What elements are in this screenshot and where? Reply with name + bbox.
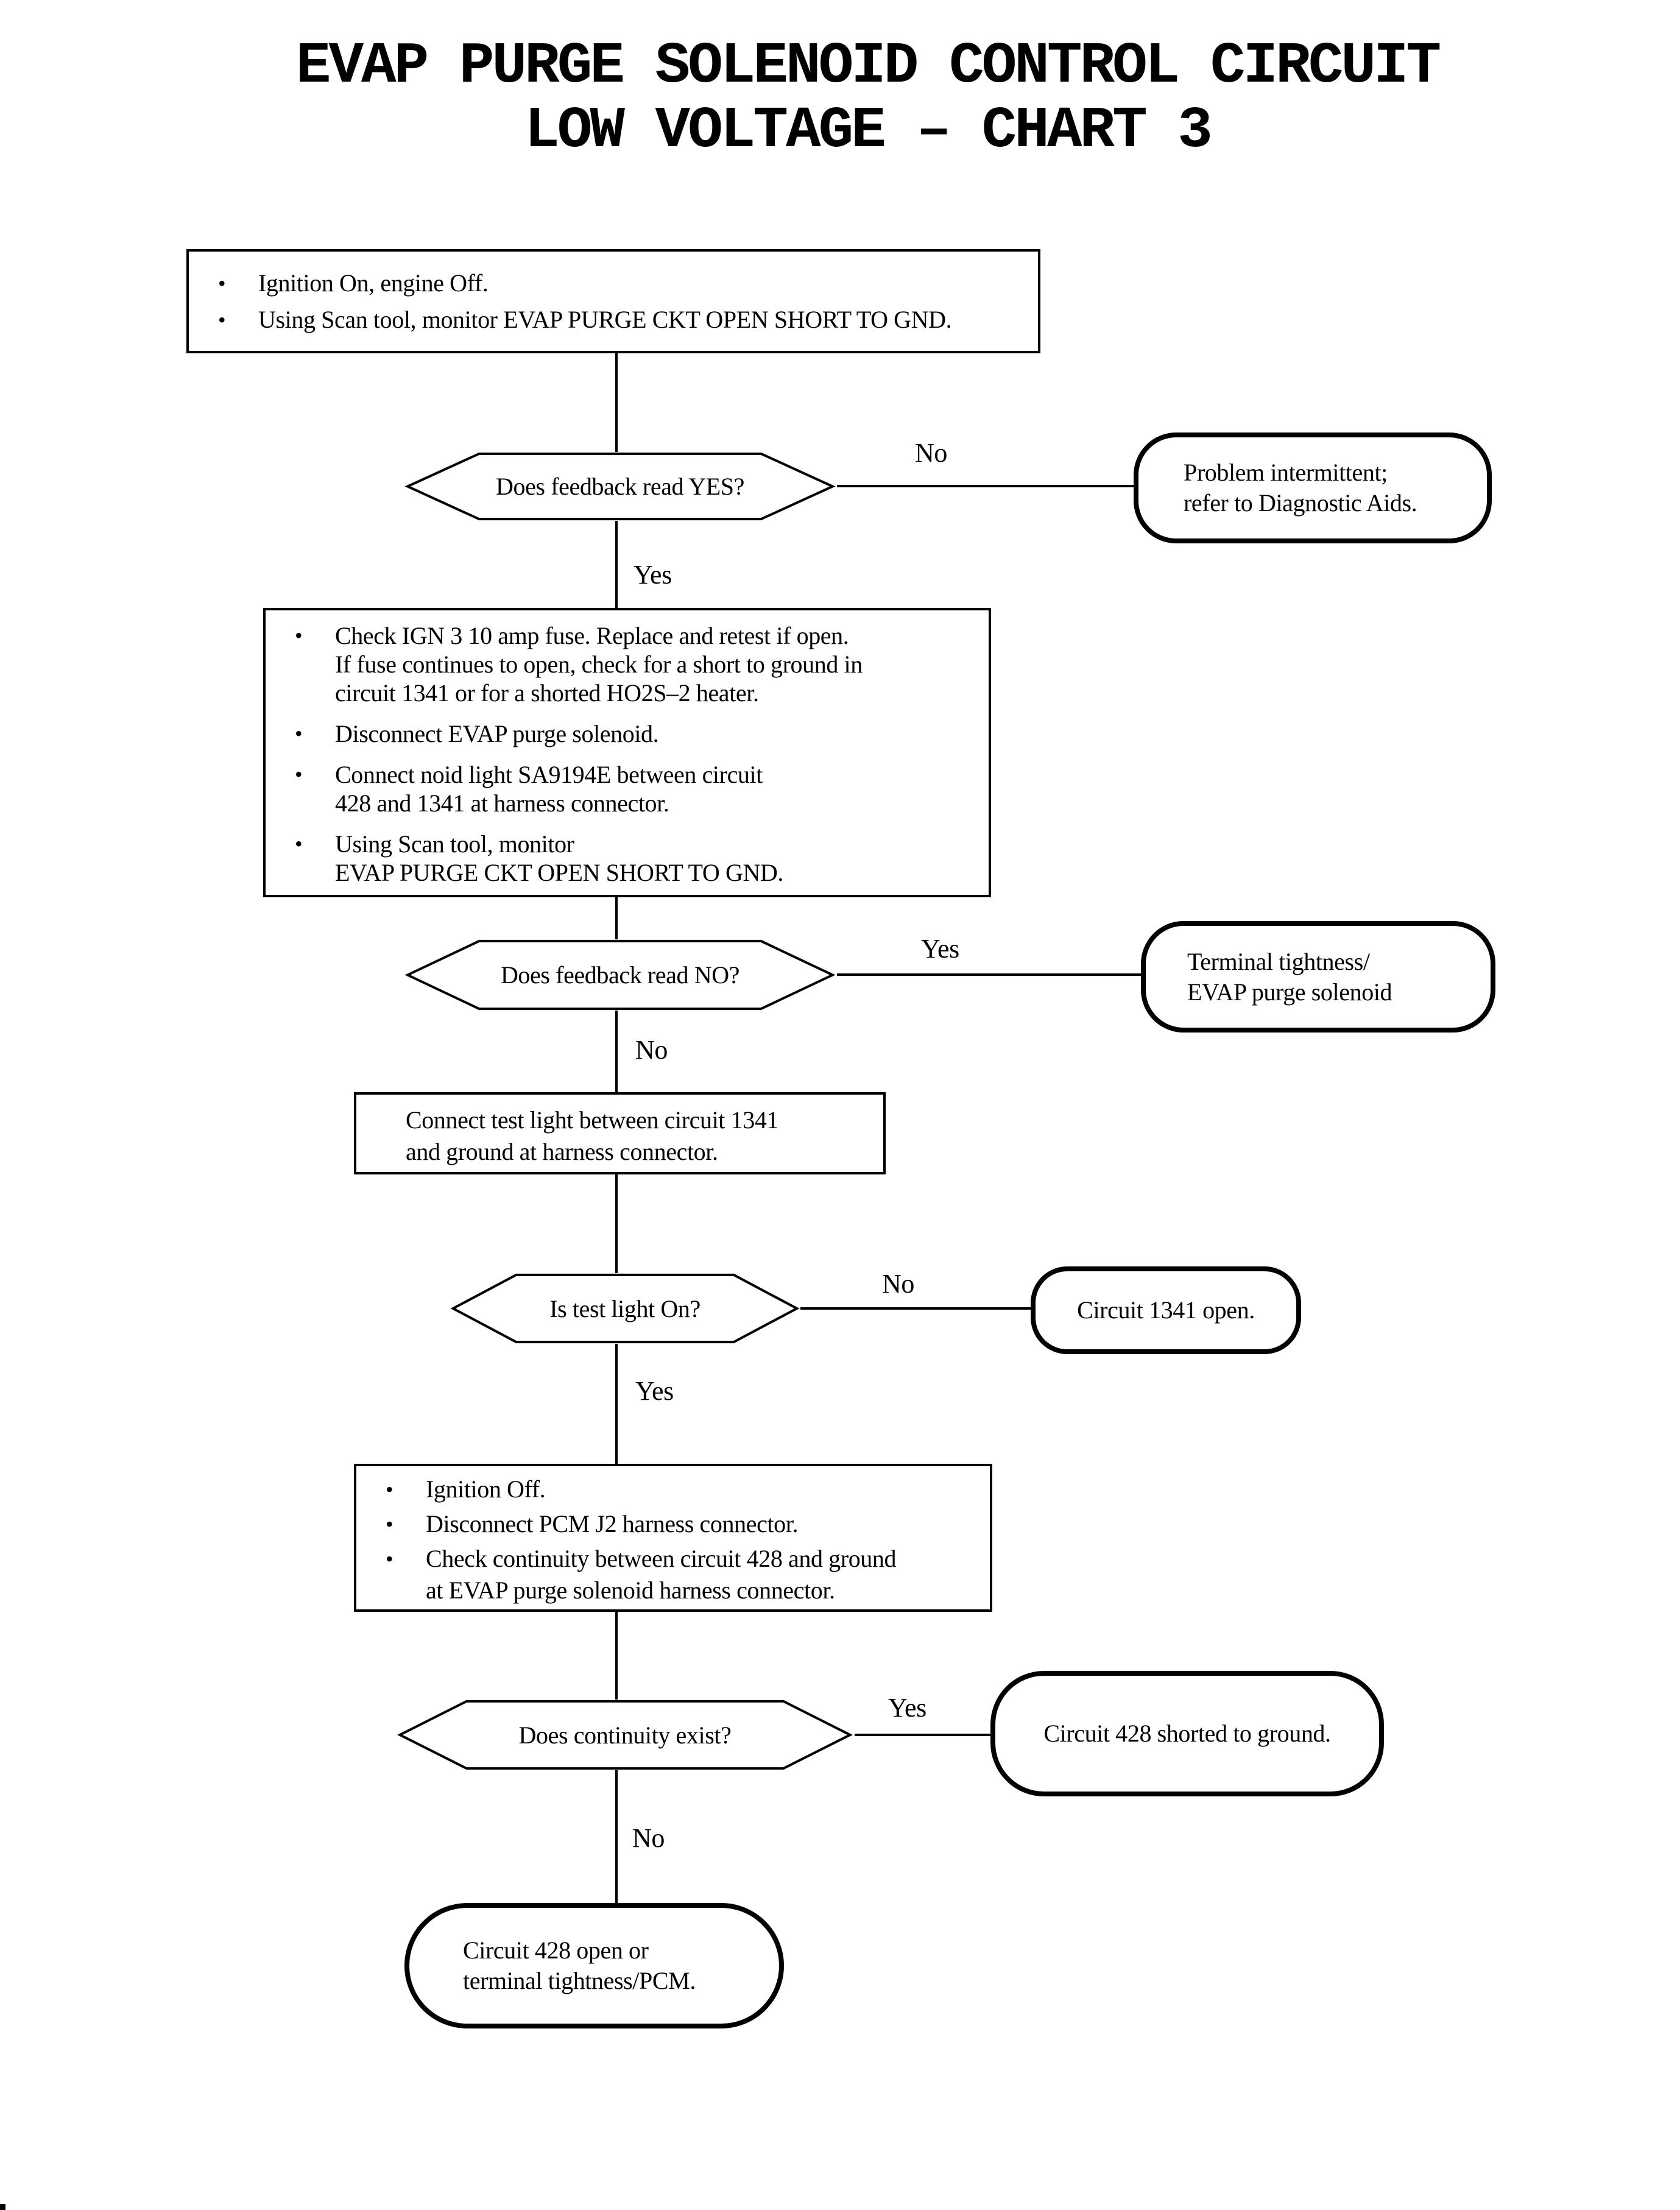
bullet-icon: • (295, 762, 303, 786)
decision-label: Does feedback read NO? (500, 961, 740, 989)
terminal-terminal-tightness-solenoid: Terminal tightness/ EVAP purge solenoid (1141, 921, 1495, 1033)
page-title: EVAP PURGE SOLENOID CONTROL CIRCUIT LOW … (55, 34, 1680, 163)
scan-artifact-mark (0, 2204, 5, 2210)
connector-decision1-to-step2 (615, 521, 618, 608)
page-title-line1: EVAP PURGE SOLENOID CONTROL CIRCUIT (295, 33, 1441, 99)
connector-decision2-yes-branch (837, 973, 1141, 976)
decision-test-light-on: Is test light On? (450, 1273, 800, 1344)
terminal-problem-intermittent: Problem intermittent; refer to Diagnosti… (1134, 432, 1492, 543)
list-item: • Connect noid light SA9194E between cir… (266, 760, 989, 817)
step-text: Ignition Off. (426, 1475, 546, 1503)
bullet-icon: • (218, 308, 226, 332)
list-item: • Disconnect PCM J2 harness connector. (356, 1508, 990, 1540)
edge-label-no: No (632, 1823, 665, 1853)
connector-decision4-to-terminal5 (615, 1770, 618, 1903)
start-conditions-box: • Ignition On, engine Off. • Using Scan … (186, 249, 1040, 353)
page-title-line2: LOW VOLTAGE – CHART 3 (524, 97, 1213, 164)
terminal-circuit-428-shorted: Circuit 428 shorted to ground. (990, 1671, 1384, 1796)
list-item: • Check continuity between circuit 428 a… (356, 1543, 990, 1606)
step-text: Disconnect EVAP purge solenoid. (335, 720, 659, 747)
hexagon-shape (403, 939, 837, 1011)
edge-label-no: No (635, 1035, 668, 1065)
decision-label: Is test light On? (549, 1294, 701, 1322)
decision-feedback-reads-yes: Does feedback read YES? (403, 452, 837, 521)
check-fuse-noid-light-box: • Check IGN 3 10 amp fuse. Replace and r… (263, 608, 991, 897)
connector-decision1-no-branch (837, 485, 1134, 487)
terminal-circuit-428-open: Circuit 428 open or terminal tightness/P… (404, 1903, 784, 2028)
terminal-circuit-1341-open: Circuit 1341 open. (1031, 1266, 1301, 1354)
step-text: Using Scan tool, monitor EVAP PURGE CKT … (258, 306, 952, 333)
bullet-icon: • (295, 831, 303, 856)
decision-feedback-reads-no: Does feedback read NO? (403, 939, 837, 1011)
terminal-text: Problem intermittent; refer to Diagnosti… (1184, 459, 1417, 517)
step-text: Using Scan tool, monitor EVAP PURGE CKT … (335, 830, 784, 886)
bullet-icon: • (295, 623, 303, 648)
connect-test-light-box: Connect test light between circuit 1341 … (354, 1092, 886, 1174)
step-text: Check IGN 3 10 amp fuse. Replace and ret… (335, 622, 863, 707)
edge-label-no: No (915, 438, 947, 468)
bullet-icon: • (295, 721, 303, 746)
terminal-text: Circuit 428 open or terminal tightness/P… (463, 1936, 696, 1994)
connector-decision2-to-step3 (615, 1011, 618, 1092)
connector-decision4-yes-branch (855, 1734, 990, 1736)
terminal-text: Circuit 428 shorted to ground. (1043, 1720, 1331, 1747)
list-item: • Using Scan tool, monitor EVAP PURGE CK… (189, 302, 1038, 338)
bullet-list: • Ignition On, engine Off. • Using Scan … (189, 265, 1038, 338)
list-item: • Ignition Off. (356, 1474, 990, 1505)
connector-step3-to-decision3 (615, 1174, 618, 1273)
list-item: • Ignition On, engine Off. (189, 265, 1038, 302)
bullet-list: • Check IGN 3 10 amp fuse. Replace and r… (266, 621, 989, 887)
edge-label-yes: Yes (635, 1376, 674, 1406)
connector-step4-to-decision4 (615, 1612, 618, 1700)
bullet-icon: • (386, 1477, 394, 1502)
terminal-text: Terminal tightness/ EVAP purge solenoid (1187, 947, 1392, 1006)
step-text: Connect noid light SA9194E between circu… (335, 761, 763, 817)
terminal-text: Circuit 1341 open. (1077, 1296, 1255, 1324)
edge-label-yes: Yes (888, 1693, 926, 1723)
bullet-icon: • (218, 271, 226, 295)
decision-label: Does continuity exist? (518, 1721, 732, 1749)
hexagon-shape (403, 452, 837, 521)
step-text: Disconnect PCM J2 harness connector. (426, 1510, 799, 1537)
edge-label-yes: Yes (634, 560, 672, 590)
connector-decision3-to-step4 (615, 1344, 618, 1464)
list-item: • Using Scan tool, monitor EVAP PURGE CK… (266, 830, 989, 887)
decision-continuity-exists: Does continuity exist? (395, 1700, 855, 1770)
bullet-icon: • (386, 1512, 394, 1536)
list-item: • Check IGN 3 10 amp fuse. Replace and r… (266, 621, 989, 707)
edge-label-yes: Yes (921, 934, 959, 964)
bullet-icon: • (386, 1547, 394, 1571)
decision-label: Does feedback read YES? (495, 473, 744, 500)
edge-label-no: No (882, 1269, 914, 1299)
hexagon-shape (395, 1700, 855, 1770)
step-text: Connect test light between circuit 1341 … (406, 1106, 779, 1165)
bullet-list: • Ignition Off. • Disconnect PCM J2 harn… (356, 1474, 990, 1606)
step-text: Ignition On, engine Off. (258, 269, 489, 297)
list-item: • Disconnect EVAP purge solenoid. (266, 719, 989, 748)
hexagon-shape (450, 1273, 800, 1344)
connector-start-to-decision1 (615, 353, 618, 452)
step-text: Check continuity between circuit 428 and… (426, 1545, 897, 1604)
connector-step2-to-decision2 (615, 897, 618, 939)
check-continuity-box: • Ignition Off. • Disconnect PCM J2 harn… (354, 1464, 992, 1612)
connector-decision3-no-branch (800, 1307, 1031, 1310)
